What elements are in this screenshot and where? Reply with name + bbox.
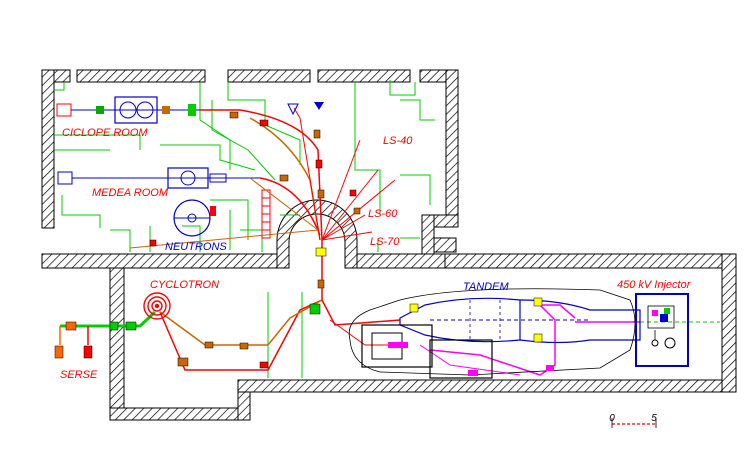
scale-start-label: 0 bbox=[609, 413, 615, 424]
serse-label: SERSE bbox=[60, 369, 98, 381]
tandem-label: TANDEM bbox=[463, 281, 509, 293]
scale-end-label: 5 bbox=[651, 413, 657, 424]
tandem-accelerator bbox=[348, 288, 641, 379]
ls60-label: LS-60 bbox=[368, 208, 398, 220]
medea-apparatus bbox=[57, 167, 260, 189]
cyclotron-label: CYCLOTRON bbox=[150, 279, 219, 291]
ls40-label: LS-40 bbox=[383, 135, 413, 147]
ciclope-room-label: CICLOPE ROOM bbox=[62, 127, 148, 139]
injector-label: 450 kV Injector bbox=[617, 279, 692, 291]
ciclope-apparatus bbox=[56, 96, 200, 124]
ls70-label: LS-70 bbox=[370, 236, 400, 248]
building-walls bbox=[41, 69, 737, 421]
top-detector-icon bbox=[287, 102, 324, 116]
beamline-elements bbox=[54, 111, 361, 369]
cyclotron-icon bbox=[143, 292, 171, 320]
neutron-source bbox=[173, 189, 271, 239]
neutrons-label: NEUTRONS bbox=[165, 241, 227, 253]
medea-room-label: MEDEA ROOM bbox=[92, 187, 169, 199]
green-structures bbox=[54, 80, 435, 378]
scale-bar: 0 5 bbox=[609, 413, 657, 428]
injector-box bbox=[635, 293, 689, 367]
